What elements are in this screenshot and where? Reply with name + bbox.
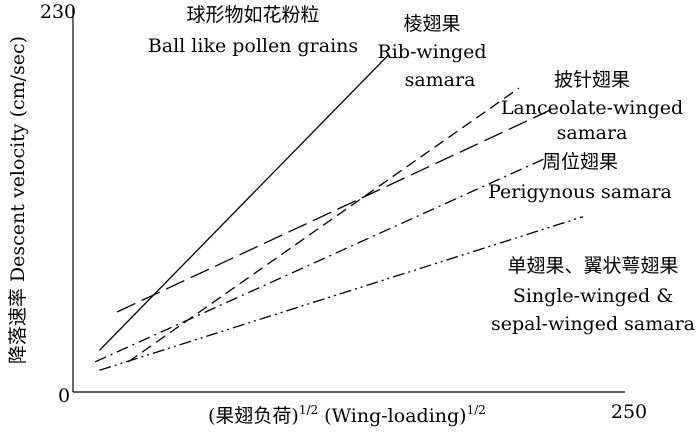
label-ball-pollen-cn: 球形物如花粉粒 bbox=[186, 4, 319, 26]
series-line-perigynous bbox=[94, 157, 546, 363]
x-axis-label-sup-2: 1/2 bbox=[467, 403, 486, 417]
x-axis-label: (果翅负荷)1/2 (Wing-loading)1/2 bbox=[208, 403, 486, 427]
series-line-lanceolate-winged bbox=[116, 107, 555, 313]
y-tick-top: 230 bbox=[40, 1, 76, 23]
series-line-rib-winged bbox=[127, 87, 520, 363]
label-lanceolate-en2: samara bbox=[557, 122, 628, 144]
label-perigynous-cn: 周位翅果 bbox=[542, 151, 618, 173]
label-perigynous-en: Perigynous samara bbox=[488, 181, 672, 203]
x-axis-label-en: (Wing-loading) bbox=[318, 405, 466, 427]
label-single-winged-en: Single-winged & bbox=[513, 285, 673, 307]
series-line-single-winged bbox=[99, 216, 584, 371]
x-tick-end: 250 bbox=[611, 401, 647, 423]
x-axis-label-sup-1: 1/2 bbox=[299, 403, 318, 417]
series-lines bbox=[94, 54, 584, 371]
x-axis-label-cn: (果翅负荷) bbox=[208, 405, 299, 427]
label-lanceolate-cn: 披针翅果 bbox=[554, 69, 630, 91]
label-rib-winged-en2: samara bbox=[405, 69, 476, 91]
label-single-winged-en2: sepal-winged samara bbox=[491, 313, 695, 335]
label-ball-pollen-en: Ball like pollen grains bbox=[148, 35, 358, 57]
label-rib-winged-en: Rib-winged bbox=[377, 41, 486, 63]
y-tick-zero: 0 bbox=[58, 385, 70, 407]
label-single-winged-cn: 单翅果、翼状萼翅果 bbox=[507, 255, 678, 277]
series-line-ball-pollen bbox=[99, 54, 390, 351]
y-axis-label: 降落速率 Descent velocity (cm/sec) bbox=[7, 36, 29, 364]
label-lanceolate-en: Lanceolate-winged bbox=[501, 97, 683, 119]
label-rib-winged-cn: 棱翅果 bbox=[403, 13, 460, 35]
